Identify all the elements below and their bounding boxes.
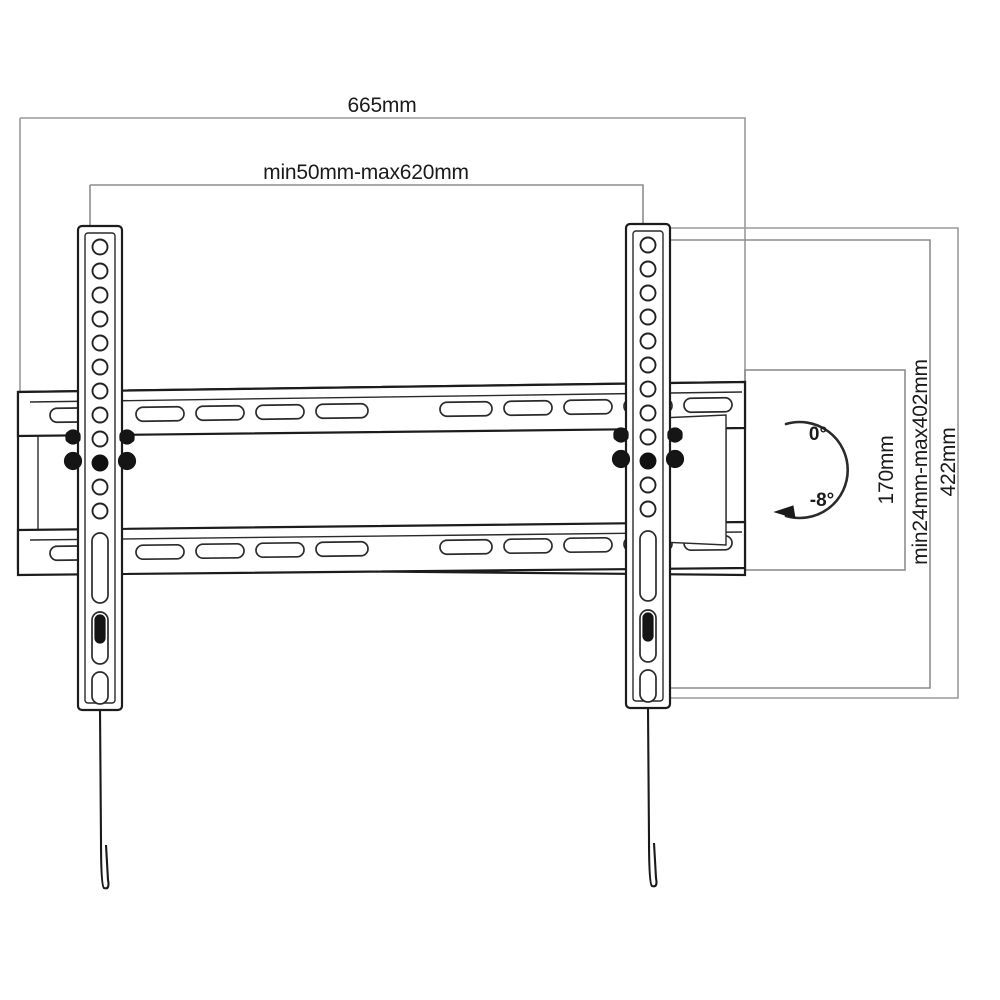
left-release-cable [98,709,110,890]
right-vertical-rail [611,222,685,710]
wall-plate [16,380,747,577]
right-rail-holes [639,236,657,518]
tilt-range-indicator [773,420,849,520]
right-release-cable [646,707,658,888]
dimension-frame-overall-height [643,227,959,699]
dimension-label-vesa-horizontal: min50mm-max620mm [263,161,469,184]
dimension-label-overall-height: 422mm [937,427,960,496]
dimension-frame-vesa-vertical [643,239,931,689]
tilt-angle-label-top: 0° [809,424,827,445]
tilt-angle-label-bottom: -8° [810,490,835,511]
right-rail-pivot-hardware [611,427,685,469]
left-rail-holes [91,238,109,520]
right-rail-slots [639,530,657,703]
dimension-label-tilt-detail-height: 170mm [875,435,898,504]
left-vertical-rail [63,224,137,712]
left-rail-slots [91,532,109,705]
left-rail-pivot-hardware [63,429,137,471]
dimension-label-overall-width: 665mm [347,94,416,117]
dimension-label-vesa-vertical: min24mm-max402mm [909,359,932,565]
